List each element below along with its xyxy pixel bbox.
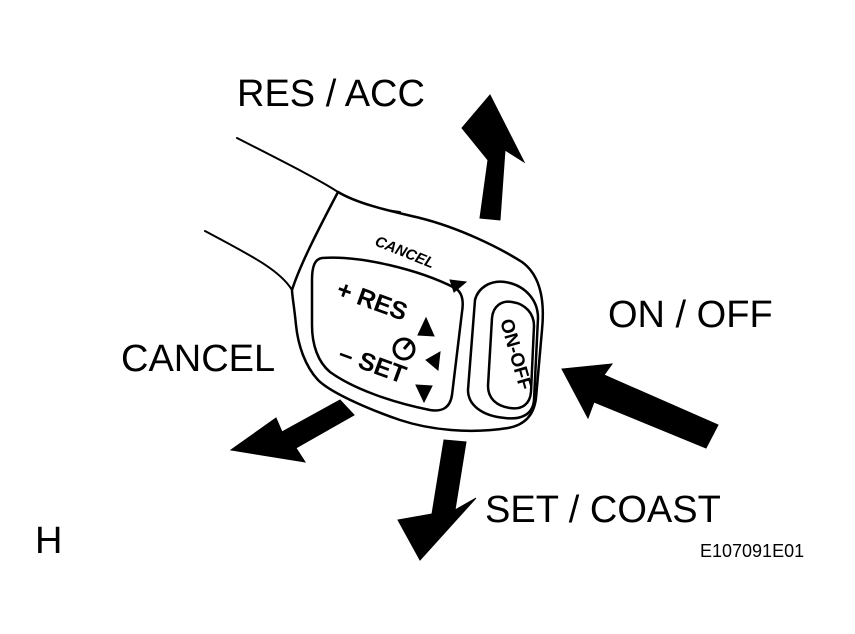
cruise-speedometer-icon — [392, 337, 416, 361]
lever-shaft-bottom-edge — [204, 230, 293, 291]
cancel-arrow-icon — [229, 399, 355, 463]
cancel-callout: CANCEL — [121, 338, 275, 380]
set-coast-callout: SET / COAST — [485, 489, 721, 531]
lever-switch-face — [310, 256, 464, 412]
lever-shaft-top-edge — [236, 137, 401, 213]
set-coast-arrow-icon — [397, 439, 477, 561]
res-acc-callout: RES / ACC — [237, 73, 425, 115]
lever-cancel-triangle-icon — [449, 279, 468, 293]
direction-arrows — [229, 94, 719, 561]
lever-pull-triangle-icon — [425, 351, 441, 371]
on-off-arrow-icon — [561, 363, 719, 449]
lever-set-down-triangle-icon — [415, 384, 433, 404]
on-off-callout: ON / OFF — [608, 294, 773, 336]
res-acc-arrow-icon — [461, 94, 526, 221]
on-off-button[interactable] — [486, 300, 536, 410]
lever-res-up-triangle-icon — [417, 316, 435, 337]
figure-code: E107091E01 — [700, 541, 804, 561]
corner-letter: H — [35, 520, 62, 562]
cruise-control-lever: ON-OFF CANCEL + RES – SET — [204, 137, 545, 433]
